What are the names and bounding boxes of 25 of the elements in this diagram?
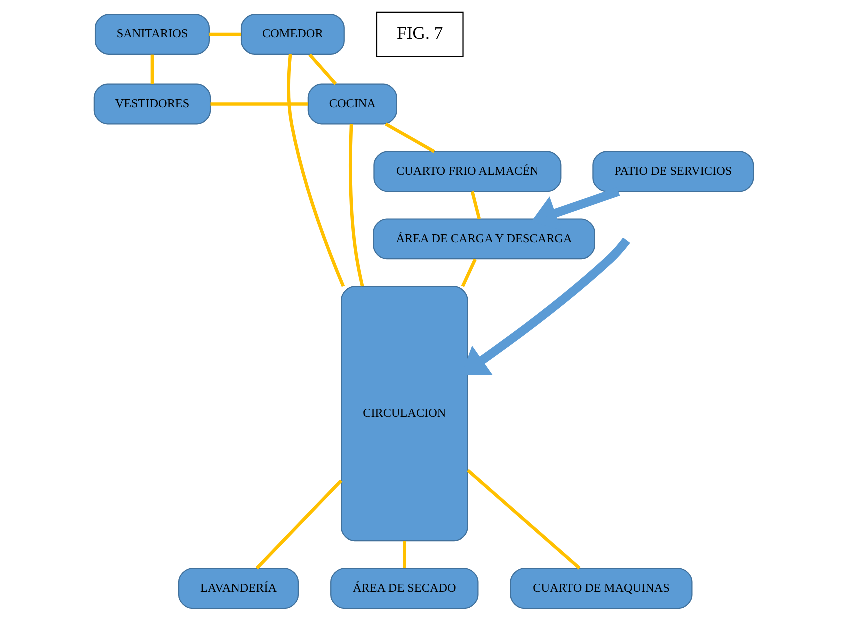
connector bbox=[210, 102, 308, 106]
node-box: CUARTO FRIO ALMACÉN bbox=[374, 151, 562, 192]
connector bbox=[461, 258, 477, 288]
node-box: ÁREA DE CARGA Y DESCARGA bbox=[373, 218, 596, 260]
arrow bbox=[462, 238, 630, 375]
connector bbox=[210, 32, 242, 36]
connector bbox=[402, 541, 406, 568]
connector bbox=[466, 469, 581, 570]
connector bbox=[287, 54, 346, 288]
connector bbox=[385, 122, 436, 154]
node-box: LAVANDERÍA bbox=[178, 568, 300, 610]
connector bbox=[349, 124, 364, 287]
connector bbox=[308, 54, 338, 86]
node-box: CUARTO DE MAQUINAS bbox=[510, 568, 693, 610]
node-box: SANITARIOS bbox=[94, 14, 210, 56]
connector bbox=[150, 54, 154, 84]
label: FIG. 7 bbox=[397, 22, 444, 43]
node-box: ÁREA DE SECADO bbox=[330, 568, 479, 610]
node-box: PATIO DE SERVICIOS bbox=[592, 151, 754, 192]
node-box: VESTIDORES bbox=[94, 84, 212, 125]
connector bbox=[256, 480, 343, 570]
node-box: CIRCULACION bbox=[341, 286, 468, 542]
node-box: COMEDOR bbox=[240, 14, 345, 56]
node-box: COCINA bbox=[308, 84, 398, 125]
connector bbox=[470, 191, 482, 220]
